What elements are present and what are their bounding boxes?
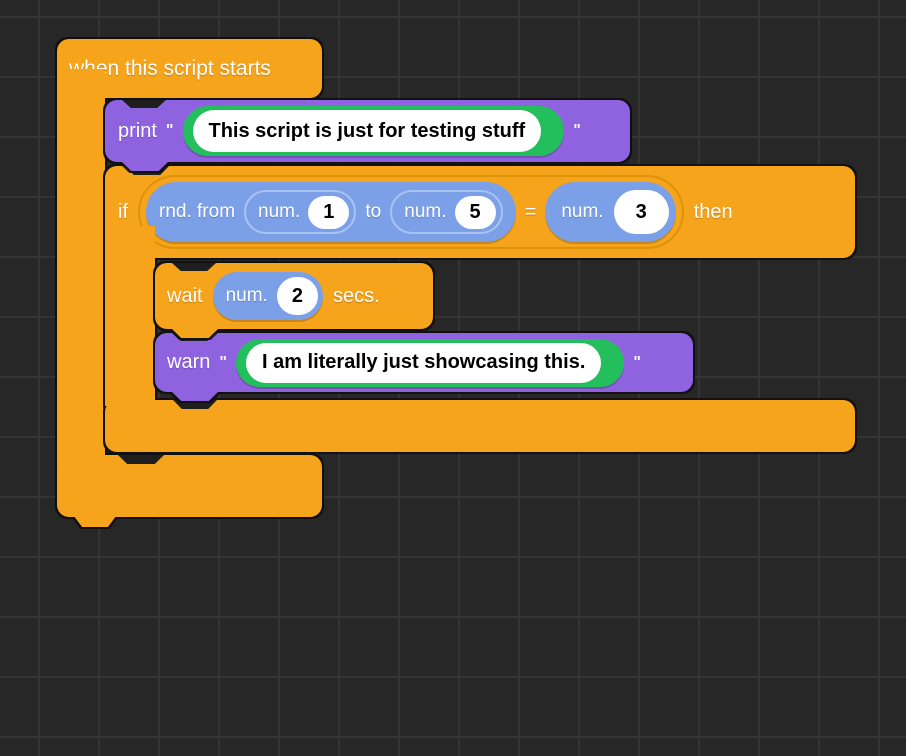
random-number-reporter[interactable]: rnd. from num. 1 to num. 5 [146,182,516,242]
if-block-header: if rnd. from num. 1 to num. 5 = num. [105,166,855,258]
equals-operator-label: = [524,200,537,223]
wait-block-top-notch [172,263,216,271]
hat-block-bottom-socket-notch [118,455,164,464]
random-min-input[interactable]: 1 [308,195,350,229]
random-to-label: to [365,201,382,222]
if-block[interactable]: if rnd. from num. 1 to num. 5 = num. [105,166,855,452]
print-label: print [118,119,157,142]
warn-block[interactable]: warn " I am literally just showcasing th… [155,333,693,401]
print-string-input[interactable]: This script is just for testing stuff [192,110,542,152]
print-close-quote: " [573,122,581,139]
wait-duration-reporter[interactable]: num. 2 [212,272,323,320]
warn-open-quote: " [219,353,227,371]
random-min-reporter[interactable]: num. 1 [244,190,357,234]
warn-string-reporter[interactable]: I am literally just showcasing this. [235,338,625,387]
random-max-input[interactable]: 5 [454,195,496,229]
wait-block-bottom-bump [172,329,218,338]
hat-block-bottom-arm [57,455,322,517]
if-condition-socket[interactable]: rnd. from num. 1 to num. 5 = num. 3 [138,175,684,249]
print-string-reporter[interactable]: This script is just for testing stuff [182,106,565,156]
wait-duration-input[interactable]: 2 [276,277,318,315]
if-block-bottom-socket-notch [173,400,217,409]
hat-block-label: when this script starts [69,56,271,80]
random-from-label: rnd. from [159,201,236,222]
compare-type-label: num. [561,201,604,222]
print-open-quote: " [165,122,174,139]
hat-block-bottom-bump [73,516,117,527]
if-then-label: then [693,200,733,223]
warn-close-quote: " [633,353,641,371]
print-block-top-notch [122,100,166,108]
random-max-reporter[interactable]: num. 5 [390,190,503,234]
if-block-bottom-arm [105,400,855,452]
if-block-left-arm [105,226,155,406]
random-max-type-label: num. [404,201,447,222]
wait-duration-type-label: num. [225,285,268,306]
warn-string-input[interactable]: I am literally just showcasing this. [245,342,602,383]
if-label: if [118,200,128,223]
warn-label: warn [167,351,211,373]
wait-label: wait [167,284,203,307]
random-min-type-label: num. [258,201,301,222]
wait-block-body: wait num. 2 secs. [155,263,433,329]
print-block-body: print " This script is just for testing … [105,100,630,162]
print-block-bottom-bump [122,162,168,171]
warn-block-bottom-bump [172,392,218,401]
hat-block-left-arm [57,69,105,465]
wait-block[interactable]: wait num. 2 secs. [155,263,433,338]
warn-block-body: warn " I am literally just showcasing th… [155,333,693,392]
hat-block-when-script-starts[interactable]: when this script starts [57,39,322,531]
wait-secs-label: secs. [332,284,380,307]
compare-number-reporter[interactable]: num. 3 [545,182,676,242]
print-block[interactable]: print " This script is just for testing … [105,100,630,171]
compare-number-input[interactable]: 3 [613,190,669,234]
